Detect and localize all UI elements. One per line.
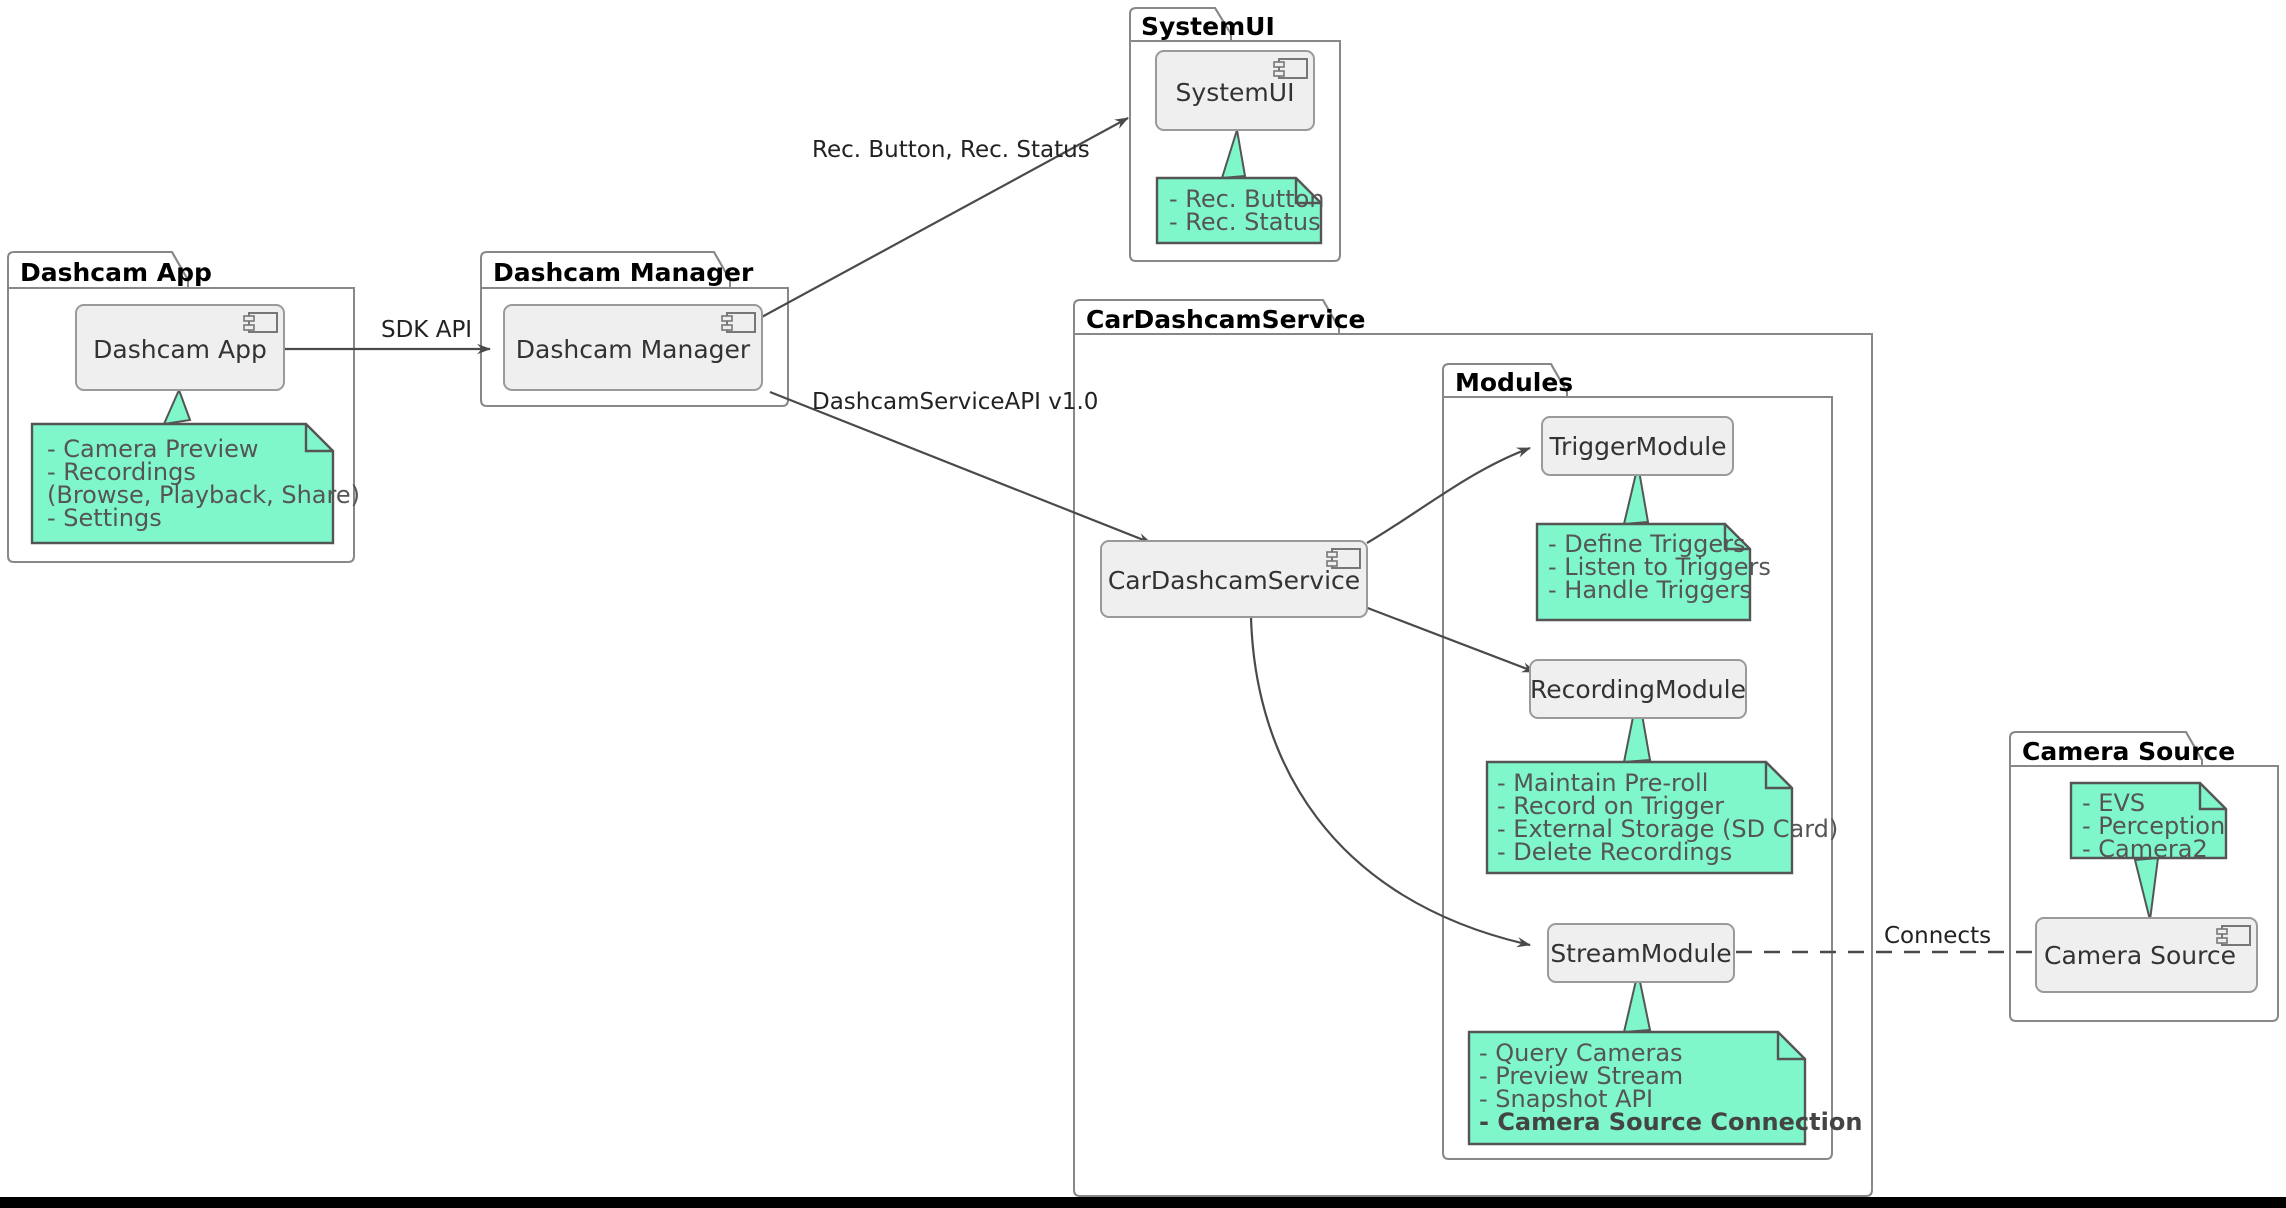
note-camera-source [2069, 781, 2228, 860]
component-label-camera-source: Camera Source [2044, 941, 2236, 970]
note-text-line: - Perception [2082, 812, 2225, 840]
note-text-line: (Browse, Playback, Share) [47, 481, 360, 509]
note-text-line: - Preview Stream [1479, 1062, 1683, 1090]
note-triggermodule [1535, 522, 1752, 622]
package-title-cardashcamservice: CarDashcamService [1086, 305, 1366, 334]
note-text-line: - Camera Source Connection [1479, 1108, 1862, 1136]
note-text-line: - Recordings [47, 458, 196, 486]
component-streammodule[interactable] [1547, 923, 1735, 983]
note-text-line: - Camera2 [2082, 835, 2208, 863]
edge-label-connects: Connects [1884, 923, 1991, 949]
component-triggermodule[interactable] [1541, 416, 1734, 476]
component-dashcam-manager[interactable] [503, 304, 763, 391]
component-icon [721, 312, 756, 333]
note-text-line: - Query Cameras [1479, 1039, 1683, 1067]
component-label-streammodule: StreamModule [1550, 939, 1731, 968]
note-text-line: - Handle Triggers [1548, 576, 1752, 604]
component-cardashcamservice[interactable] [1100, 540, 1368, 618]
component-label-dashcam-app: Dashcam App [93, 335, 267, 364]
component-label-dashcam-manager: Dashcam Manager [516, 335, 751, 364]
note-text-line: - Record on Trigger [1497, 792, 1724, 820]
component-label-systemui: SystemUI [1176, 78, 1295, 107]
package-title-modules: Modules [1455, 368, 1573, 397]
note-text-line: - Camera Preview [47, 435, 259, 463]
edge-manager-to-svc [769, 390, 1152, 545]
note-dashcam-app [30, 422, 335, 545]
note-recordingmodule [1485, 760, 1794, 875]
note-text-line: - Rec. Status [1169, 208, 1321, 236]
package-title-camera-source: Camera Source [2022, 737, 2235, 766]
note-text-line: - Delete Recordings [1497, 838, 1732, 866]
component-label-triggermodule: TriggerModule [1548, 432, 1726, 461]
edge-svc-to-trigger [1366, 446, 1531, 544]
component-label-recordingmodule: RecordingModule [1530, 675, 1746, 704]
package-title-dashcam-manager: Dashcam Manager [493, 258, 754, 287]
edge-label-dashcamserviceapi: DashcamServiceAPI v1.0 [812, 389, 1098, 415]
component-systemui[interactable] [1155, 50, 1315, 131]
component-icon [1273, 58, 1308, 79]
package-title-systemui: SystemUI [1141, 12, 1275, 41]
note-text-line: - EVS [2082, 789, 2145, 817]
edge-svc-to-recording [1364, 605, 1536, 674]
note-text-line: - Maintain Pre-roll [1497, 769, 1708, 797]
component-icon [243, 312, 278, 333]
note-systemui [1155, 176, 1323, 245]
note-text-line: - Rec. Button [1169, 185, 1325, 213]
note-text-line: - Listen to Triggers [1548, 553, 1771, 581]
package-title-dashcam-app: Dashcam App [20, 258, 212, 287]
component-icon [1326, 548, 1361, 569]
component-camera-source[interactable] [2035, 917, 2258, 993]
component-icon [2216, 925, 2251, 946]
edge-svc-to-stream [1249, 616, 1531, 948]
note-text-line: - Snapshot API [1479, 1085, 1653, 1113]
edge-label-rec-button-status: Rec. Button, Rec. Status [812, 137, 1090, 163]
note-text-line: - Settings [47, 504, 162, 532]
edge-label-sdk-api: SDK API [381, 317, 472, 343]
component-recordingmodule[interactable] [1529, 659, 1747, 719]
note-text-line: - Define Triggers [1548, 530, 1746, 558]
component-dashcam-app[interactable] [75, 304, 285, 391]
edge-manager-to-ui [759, 117, 1129, 319]
note-text-line: - External Storage (SD Card) [1497, 815, 1838, 843]
note-tail-dashcam-app [162, 387, 192, 426]
note-streammodule [1467, 1030, 1807, 1146]
bottom-bar [0, 1197, 2286, 1208]
component-label-cardashcamservice: CarDashcamService [1108, 566, 1360, 595]
